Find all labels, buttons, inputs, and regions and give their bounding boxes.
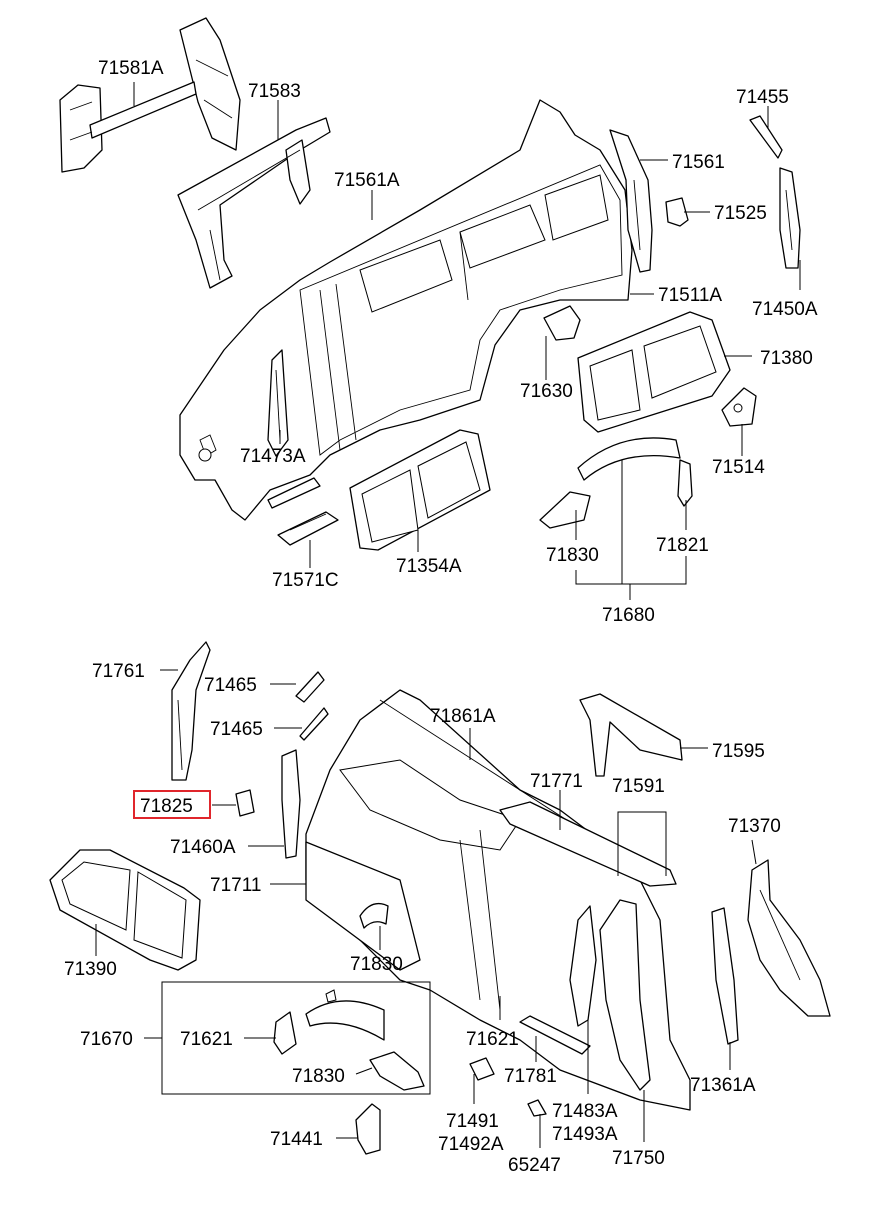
part-65247[interactable] [527, 1099, 547, 1117]
label-71511A[interactable]: 71511A [658, 285, 722, 306]
leader-lines [95, 82, 801, 1148]
label-71711[interactable]: 71711 [210, 875, 261, 896]
part-71670-arch[interactable] [305, 989, 385, 1041]
part-labels: 71581A 71583 71561A 71455 71561 71525 71… [64, 58, 818, 1176]
part-71825[interactable] [235, 789, 255, 817]
label-71830-box[interactable]: 71830 [292, 1066, 345, 1087]
part-71465-lower[interactable] [299, 707, 329, 741]
label-71492A[interactable]: 71492A [438, 1134, 504, 1155]
label-71861A[interactable]: 71861A [430, 706, 496, 727]
part-71561[interactable] [609, 129, 653, 273]
part-71630[interactable] [543, 305, 581, 341]
part-71583[interactable] [177, 117, 331, 289]
part-71750[interactable] [599, 899, 651, 1091]
part-71830-in-box[interactable] [369, 1051, 425, 1091]
part-71525[interactable] [665, 197, 689, 227]
label-71680[interactable]: 71680 [602, 605, 655, 626]
part-sill-strip [267, 477, 321, 509]
part-71761[interactable] [171, 641, 211, 781]
part-71581A[interactable] [59, 17, 241, 173]
part-71711[interactable] [305, 841, 421, 971]
label-71581A[interactable]: 71581A [98, 58, 164, 79]
label-71750[interactable]: 71750 [612, 1148, 665, 1169]
label-71390[interactable]: 71390 [64, 959, 117, 980]
part-71514[interactable] [721, 387, 757, 427]
part-71450A[interactable] [779, 167, 801, 269]
label-71491[interactable]: 71491 [446, 1111, 499, 1132]
part-71390[interactable] [49, 849, 201, 971]
label-71670[interactable]: 71670 [80, 1029, 133, 1050]
part-71370[interactable] [747, 859, 831, 1017]
label-71821[interactable]: 71821 [656, 535, 709, 556]
part-71680-wheelhouse[interactable] [577, 437, 681, 481]
part-71621-in-box[interactable] [273, 1011, 297, 1055]
part-71830-upper[interactable] [539, 491, 591, 529]
part-71465-upper[interactable] [295, 671, 325, 703]
label-71354A[interactable]: 71354A [396, 556, 462, 577]
label-71450A[interactable]: 71450A [752, 299, 818, 320]
part-71821[interactable] [677, 459, 693, 507]
part-71511A-side-panel[interactable] [179, 99, 633, 521]
label-71465-lower[interactable]: 71465 [210, 719, 263, 740]
label-71465-upper[interactable]: 71465 [204, 675, 257, 696]
label-71370[interactable]: 71370 [728, 816, 781, 837]
label-71630[interactable]: 71630 [520, 381, 573, 402]
part-71861A-inner-panel[interactable] [305, 689, 691, 1111]
label-71441[interactable]: 71441 [270, 1129, 323, 1150]
part-71830-mid[interactable] [359, 902, 389, 929]
part-71455[interactable] [749, 115, 783, 159]
label-71781[interactable]: 71781 [504, 1066, 557, 1087]
part-71781[interactable] [519, 1015, 591, 1055]
part-71491[interactable] [469, 1057, 495, 1081]
label-71493A[interactable]: 71493A [552, 1124, 618, 1145]
part-71595[interactable] [579, 693, 683, 777]
part-71380[interactable] [577, 311, 731, 433]
label-71455[interactable]: 71455 [736, 87, 789, 108]
label-71761[interactable]: 71761 [92, 661, 145, 682]
highlight-box-71825 [133, 790, 211, 819]
part-71473A[interactable] [267, 349, 289, 457]
label-71561A[interactable]: 71561A [334, 170, 400, 191]
label-71525[interactable]: 71525 [714, 203, 767, 224]
part-71354A[interactable] [349, 429, 491, 551]
label-71460A[interactable]: 71460A [170, 837, 236, 858]
label-71483A[interactable]: 71483A [552, 1101, 618, 1122]
label-71830-mid[interactable]: 71830 [350, 954, 403, 975]
label-71561[interactable]: 71561 [672, 152, 725, 173]
label-71571C[interactable]: 71571C [272, 570, 339, 591]
part-71441[interactable] [355, 1103, 381, 1155]
label-65247[interactable]: 65247 [508, 1155, 561, 1176]
label-71621-box[interactable]: 71621 [180, 1029, 233, 1050]
part-71771[interactable] [499, 801, 677, 887]
label-71514[interactable]: 71514 [712, 457, 765, 478]
label-71621[interactable]: 71621 [466, 1029, 519, 1050]
label-71830-upper[interactable]: 71830 [546, 545, 599, 566]
part-71361A[interactable] [711, 907, 739, 1045]
label-71473A[interactable]: 71473A [240, 446, 306, 467]
label-71771[interactable]: 71771 [530, 771, 583, 792]
label-71361A[interactable]: 71361A [690, 1075, 756, 1096]
label-71591[interactable]: 71591 [612, 776, 665, 797]
label-71583[interactable]: 71583 [248, 81, 301, 102]
label-71595[interactable]: 71595 [712, 741, 765, 762]
part-71571C[interactable] [277, 511, 339, 546]
label-71380[interactable]: 71380 [760, 348, 813, 369]
part-71460A[interactable] [281, 749, 301, 859]
label-71825[interactable]: 71825 [140, 796, 193, 817]
